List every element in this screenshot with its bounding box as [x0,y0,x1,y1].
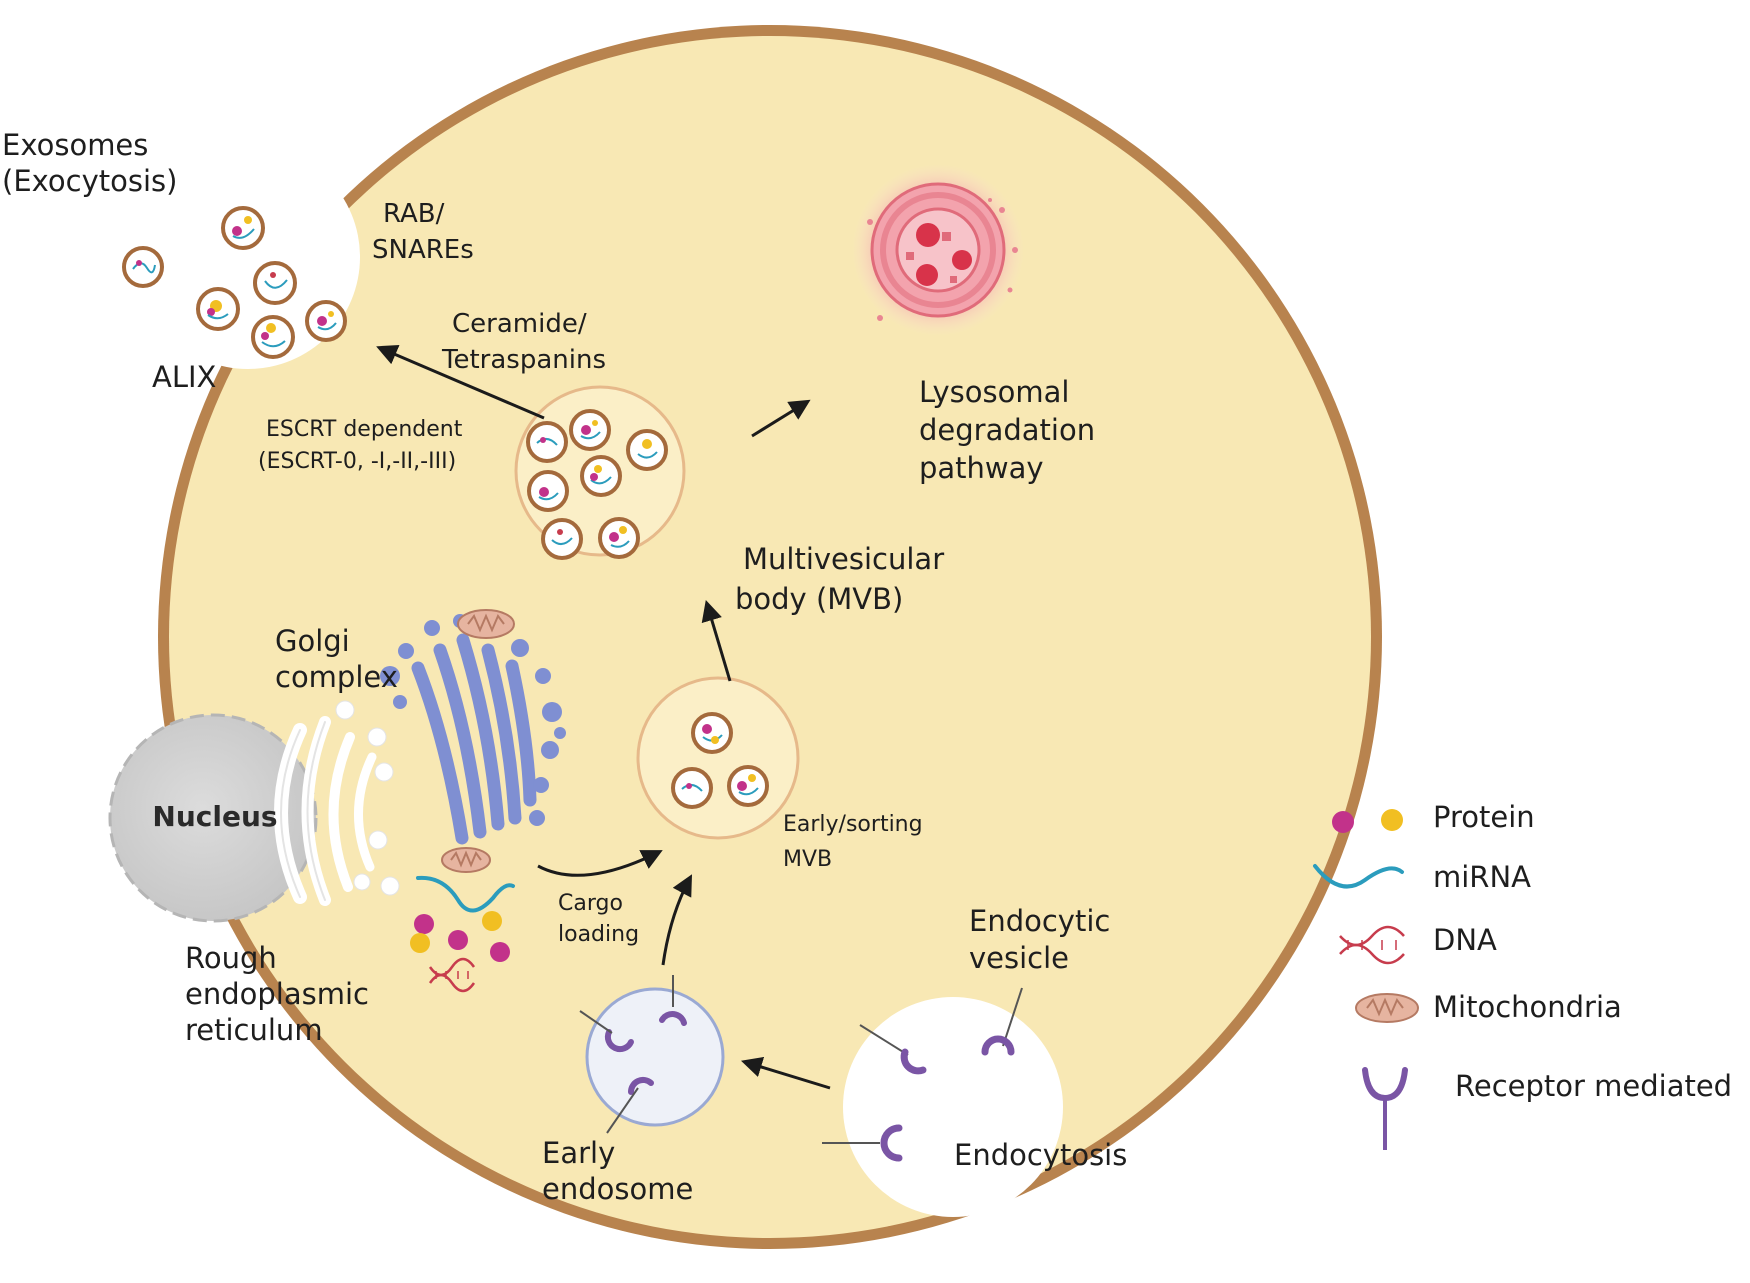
early-sorting-mvb-label: Early/sorting MVB [783,812,930,872]
rough-er [274,700,400,906]
pathway-arrows [376,344,831,1090]
exosome-vesicles [122,206,347,359]
cytoplasm [169,36,1371,1238]
legend-dna-label: DNA [1433,923,1497,957]
mitochondrion-upper [457,609,515,639]
escrt-label: ESCRT dependent (ESCRT-0, -I,-II,-III) [258,417,469,474]
endocytosis-receptors [822,987,1023,1162]
arrow-endosome-to-early-mvb [661,874,692,966]
legend-mitochondria-label: Mitochondria [1433,990,1622,1024]
protein-icon [1332,809,1403,833]
early-endosome-receptors [604,1011,687,1095]
cargo-dna [428,957,476,993]
legend: Protein miRNA DNA Mitochondria Receptor … [1313,800,1732,1150]
dna-icon [1339,925,1405,965]
early-endosome-label: Early endosome [542,1136,693,1206]
endocytic-vesicle-label: Endocytic vesicle [969,904,1120,975]
legend-receptor-label: Receptor mediated [1455,1069,1732,1103]
mitochondria-icon [1355,993,1419,1023]
arrow-mvb-to-lysosome [751,399,811,438]
early-endosome-pointer [606,1087,639,1134]
early-endosome-receptor-stems [579,975,674,1034]
alix-label: ALIX [152,360,216,394]
endocytosis-bud [843,997,1063,1217]
mvb-intraluminal-vesicles [526,409,668,560]
arrow-cargo-loading [537,850,663,877]
lysosome [852,164,1024,336]
mitochondrion-lower [441,847,491,873]
endocytosis-label: Endocytosis [954,1138,1127,1172]
receptor-icon [1362,1067,1408,1150]
exosomes-label: Exosomes (Exocytosis) [2,128,177,198]
early-sorting-mvb-body [636,676,800,840]
rer-label: Rough endoplasmic reticulum [185,941,378,1047]
nucleus [108,713,318,923]
lysosomal-label: Lysosomal degradation pathway [919,375,1104,485]
exocytosis-bud [136,145,360,369]
ceramide-label: Ceramide/ Tetraspanins [441,309,606,375]
legend-mirna-label: miRNA [1433,860,1531,894]
arrow-early-mvb-to-mvb [701,599,732,682]
legend-protein-label: Protein [1433,800,1535,834]
early-sorting-mvb-vesicles [671,712,769,809]
early-endosome-body [585,987,725,1127]
arrow-mvb-to-exosomes [376,344,545,420]
cargo-loading-label: Cargo loading [558,891,639,947]
mirna-icon [1313,864,1404,889]
arrow-endocytosis-to-endosome [740,1056,831,1090]
golgi-label: Golgi complex [275,624,398,694]
golgi-complex [380,614,566,845]
cargo-cluster [410,875,515,993]
nucleus-label: Nucleus [152,800,277,833]
rab-snares-label: RAB/ SNAREs [372,199,474,265]
mvb-label: Multivesicular body (MVB) [735,542,953,616]
